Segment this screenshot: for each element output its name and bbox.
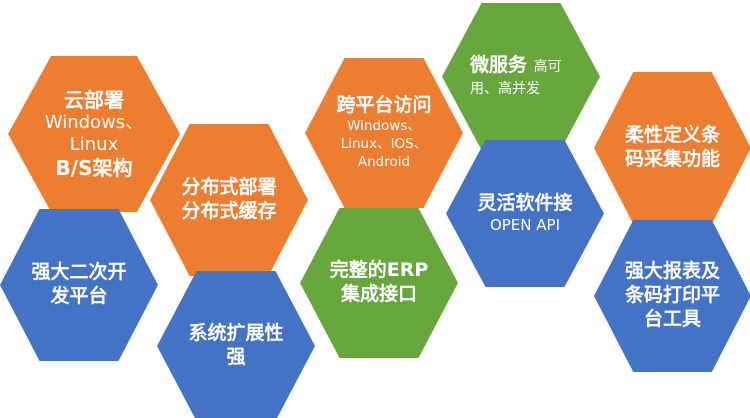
hex-report-printing-text: 强大报表及 条码打印平 台工具 (625, 260, 720, 331)
hex-line: B/S架构 (55, 155, 133, 180)
hex-line: 分布式缓存 (181, 200, 277, 222)
hex-distributed: 分布式部署 分布式缓存 (150, 124, 308, 276)
hex-line: 发平台 (50, 285, 108, 307)
hex-line: 系统扩展性 (188, 322, 284, 345)
hex-dev-platform: 强大二次开 发平台 (0, 209, 158, 361)
hex-line: 完整的ERP (329, 259, 429, 282)
hex-line: Windows、 (347, 118, 421, 135)
hex-dev-platform-text: 强大二次开 发平台 (31, 261, 126, 309)
hex-scalability-text: 系统扩展性 强 (188, 322, 283, 370)
hex-line: 强大二次开 (31, 261, 127, 284)
hex-microservice: 微服务 高可用、高并发 (442, 3, 600, 150)
hex-distributed-text: 分布式部署 分布式缓存 (181, 176, 276, 224)
hex-report-printing: 强大报表及 条码打印平 台工具 (594, 220, 750, 372)
hex-line: 强 (226, 346, 246, 368)
hex-cross-platform: 跨平台访问 Windows、 Linux、IOS、 Android (305, 58, 463, 208)
hex-line: 云部署 (63, 87, 124, 112)
hex-scalability: 系统扩展性 强 (157, 271, 315, 418)
hex-line: Android (357, 153, 411, 170)
hex-open-api: 灵活软件接 OPEN API (446, 140, 604, 287)
hex-line: 柔性定义条 (624, 124, 720, 147)
hex-line: 分布式部署 (181, 176, 277, 199)
hex-microservice-text: 微服务 高可用、高并发 (470, 54, 572, 98)
hex-line: Windows、 (44, 112, 144, 134)
hex-line: 灵活软件接 (477, 191, 573, 214)
hex-cloud-deployment-text: 云部署 Windows、 Linux B/S架构 (45, 88, 143, 181)
hex-open-api-text: 灵活软件接 OPEN API (477, 192, 572, 235)
hex-line: 台工具 (643, 307, 701, 330)
hex-line: 微服务 (470, 54, 534, 77)
hex-line: 高可用、高并发 (470, 59, 562, 98)
hex-erp-integration-text: 完整的ERP 集成接口 (330, 259, 429, 307)
hex-cloud-deployment: 云部署 Windows、 Linux B/S架构 (8, 56, 180, 212)
hex-cross-platform-text: 跨平台访问 Windows、 Linux、IOS、 Android (336, 94, 431, 171)
hex-erp-integration: 完整的ERP 集成接口 (300, 208, 458, 358)
hex-barcode-capture: 柔性定义条 码采集功能 (594, 72, 750, 224)
hex-barcode-capture-text: 柔性定义条 码采集功能 (625, 124, 720, 172)
hex-line: 强大报表及 (624, 260, 720, 283)
hex-line: 码采集功能 (624, 148, 720, 170)
hex-line: 集成接口 (340, 283, 417, 305)
hex-line: Linux、IOS、 (340, 135, 428, 152)
hex-line: 跨平台访问 (336, 94, 432, 117)
hex-line: Linux (69, 134, 119, 155)
hex-line: 条码打印平 (624, 284, 720, 307)
hex-line: OPEN API (489, 215, 561, 234)
